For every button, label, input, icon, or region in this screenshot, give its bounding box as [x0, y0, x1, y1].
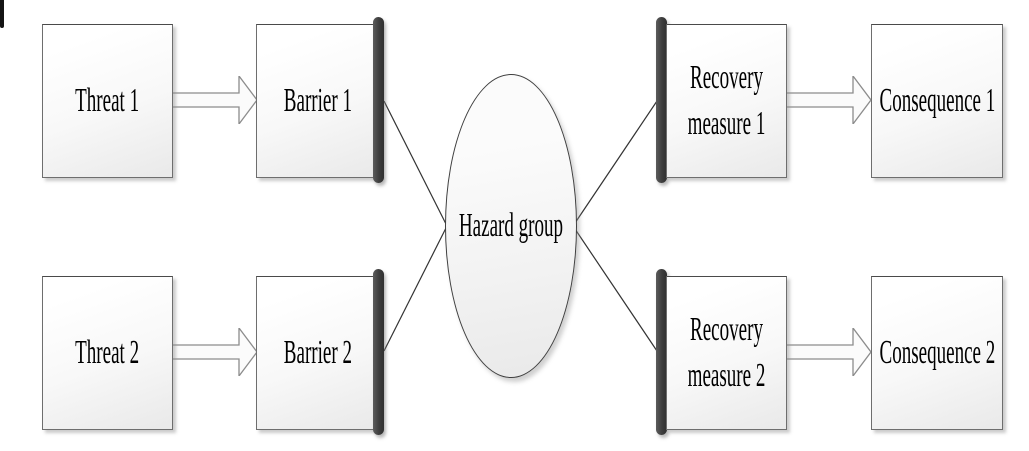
- recovery2-box: Recovery measure 2: [666, 276, 787, 430]
- arrow-threat1-barrier1: [171, 76, 257, 124]
- recovery1-bar: [656, 17, 667, 183]
- consequence2-box: Consequence 2: [871, 276, 1003, 430]
- threat2-box: Threat 2: [42, 276, 173, 430]
- consequence1-label: Consequence 1: [879, 82, 995, 120]
- consequence1-box: Consequence 1: [871, 24, 1003, 178]
- barrier1-bar: [373, 17, 384, 183]
- connector-hazard-recovery2: [572, 225, 658, 352]
- threat2-label: Threat 2: [75, 334, 140, 372]
- arrow-recovery2-consequence2: [785, 328, 871, 376]
- edge-artifact-bar: [0, 0, 4, 28]
- connector-barrier2-hazard: [383, 225, 448, 352]
- consequence2-label: Consequence 2: [879, 334, 995, 372]
- barrier1-box: Barrier 1: [256, 24, 380, 178]
- barrier2-box: Barrier 2: [256, 276, 380, 430]
- hazard-group-label: Hazard group: [458, 207, 564, 245]
- threat1-label: Threat 1: [75, 82, 140, 120]
- recovery2-bar: [656, 269, 667, 435]
- arrow-recovery1-consequence1: [785, 76, 871, 124]
- recovery1-box: Recovery measure 1: [666, 24, 787, 178]
- recovery2-label: Recovery measure 2: [687, 311, 766, 394]
- connector-barrier1-hazard: [383, 100, 448, 227]
- arrow-threat2-barrier2: [171, 328, 257, 376]
- threat1-box: Threat 1: [42, 24, 173, 178]
- barrier1-label: Barrier 1: [283, 82, 353, 120]
- hazard-group-ellipse: Hazard group: [445, 74, 577, 378]
- barrier2-bar: [373, 269, 384, 435]
- recovery1-label: Recovery measure 1: [687, 59, 766, 142]
- connector-hazard-recovery1: [572, 100, 658, 227]
- barrier2-label: Barrier 2: [283, 334, 353, 372]
